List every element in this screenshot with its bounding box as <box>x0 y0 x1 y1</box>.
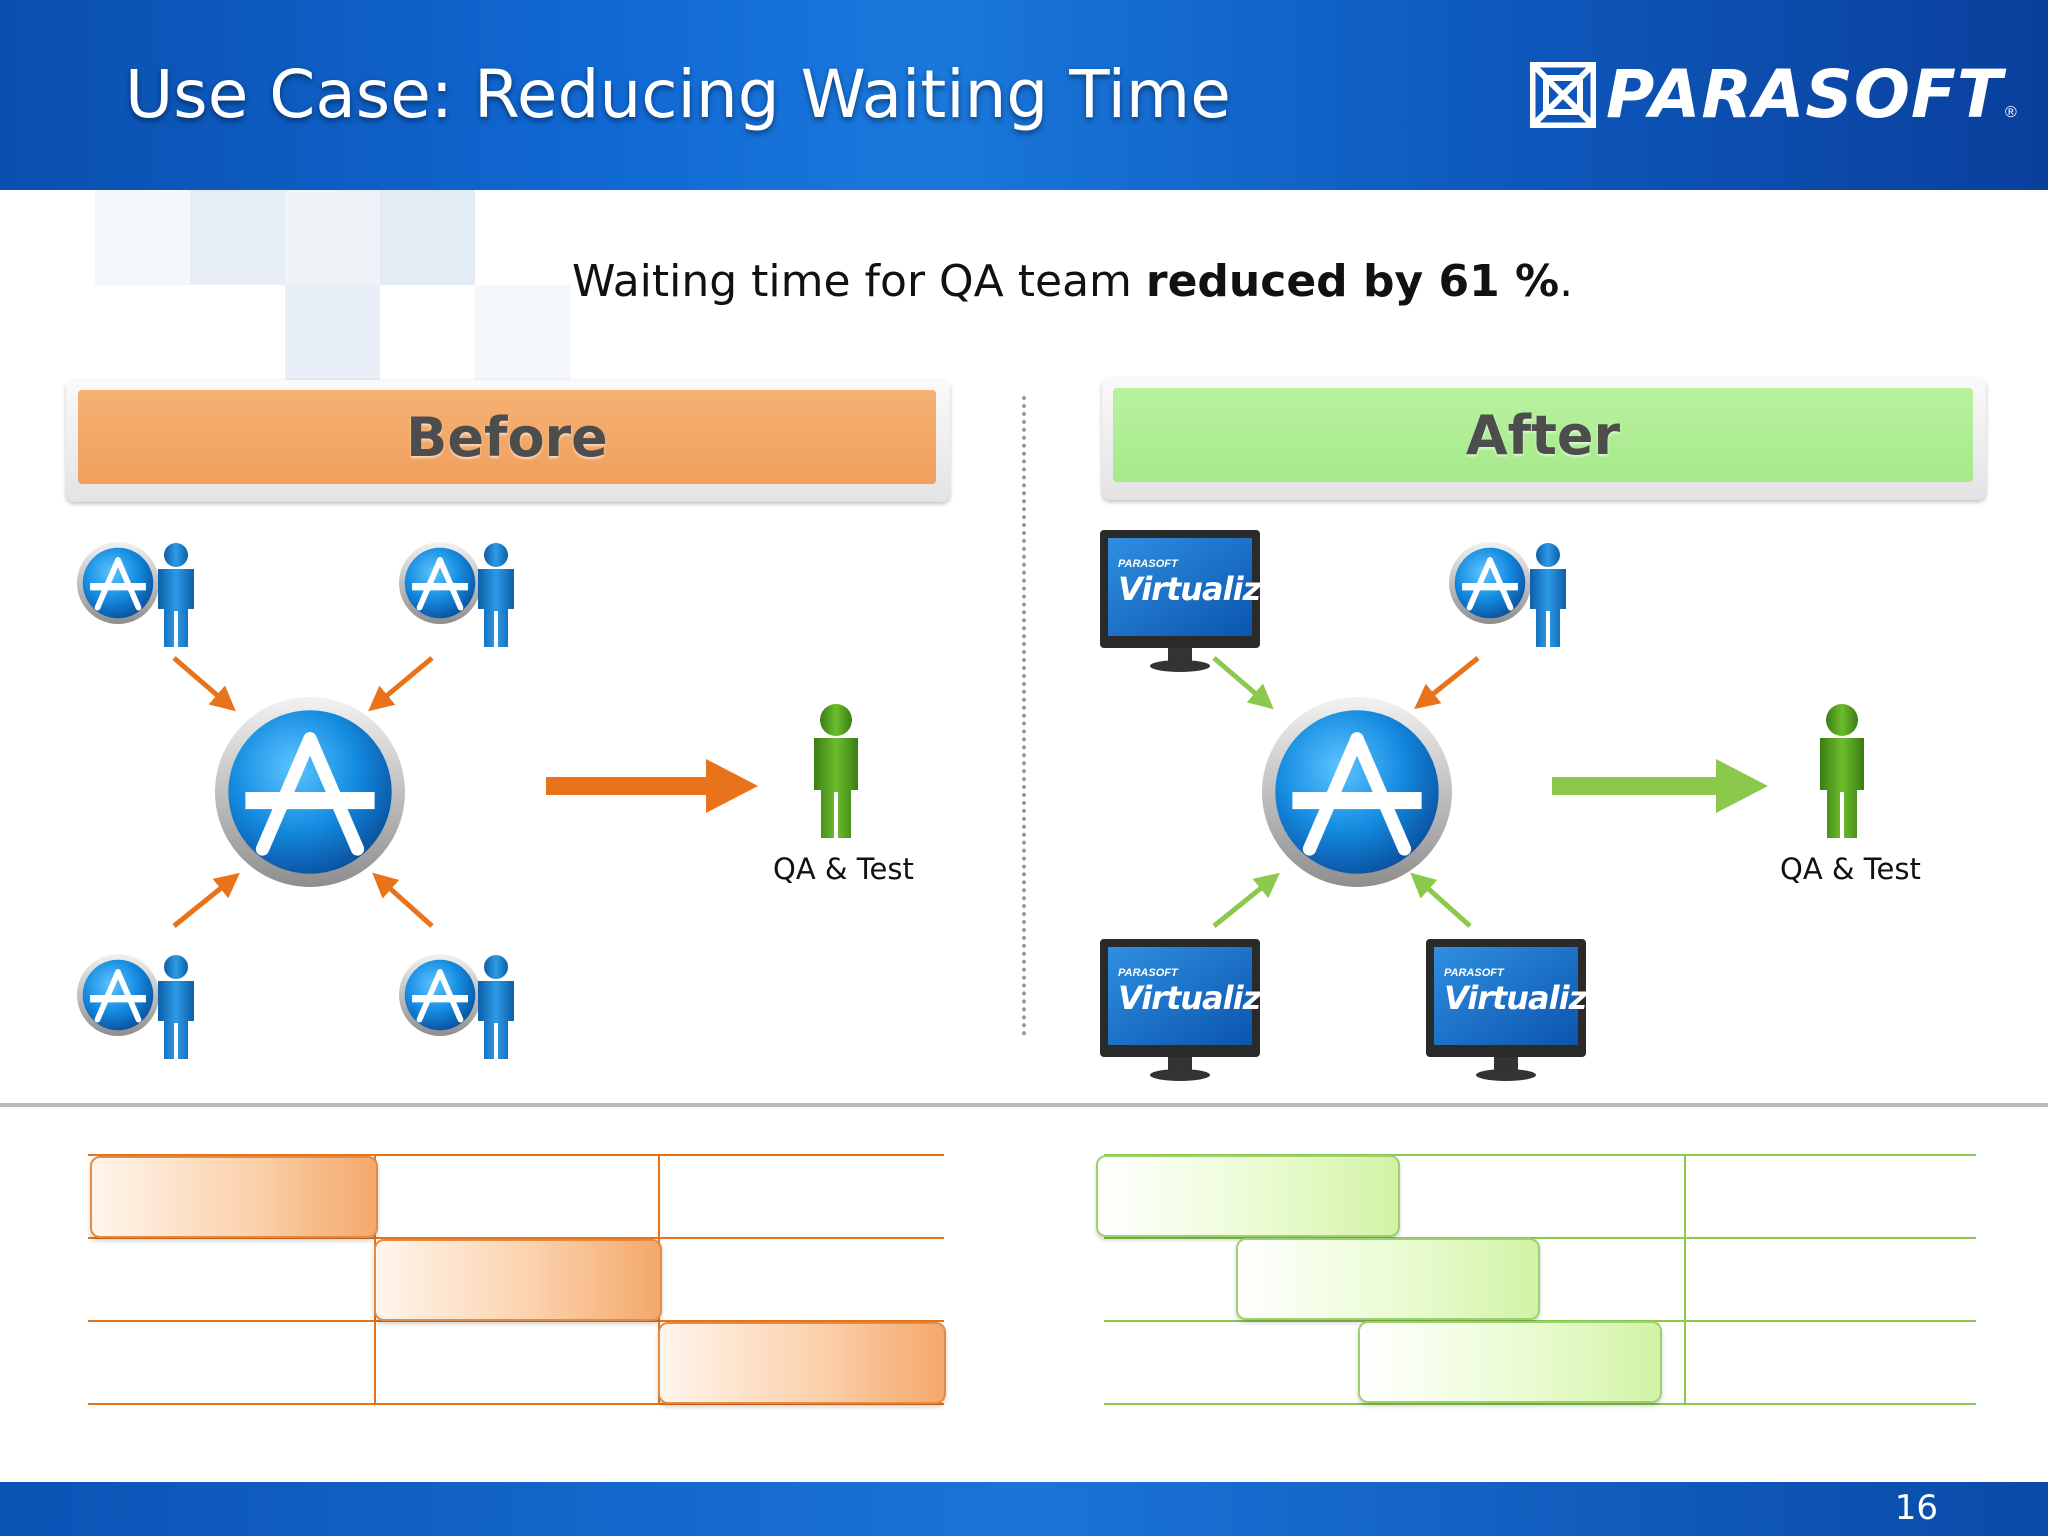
before-phase-bar-2 <box>374 1239 662 1321</box>
virtualize-product: Virtualize <box>1118 570 1282 608</box>
before-main-arrow <box>546 759 758 813</box>
before-developer-top-right <box>399 542 514 647</box>
slide-title: Use Case: Reducing Waiting Time <box>125 56 1231 133</box>
summary-highlight: reduced by 61 % <box>1145 256 1560 307</box>
before-developer-top-left <box>77 542 194 647</box>
after-arrows <box>1212 656 1480 928</box>
after-qa-label: QA & Test <box>1780 852 1921 886</box>
before-qa-person-icon <box>814 704 858 838</box>
after-phase-bar-3 <box>1358 1321 1662 1403</box>
before-banner: Before <box>78 390 936 484</box>
before-developer-bottom-right <box>399 954 514 1059</box>
before-phase-bar-1 <box>90 1156 378 1238</box>
after-main-arrow <box>1552 759 1768 813</box>
after-phase-bar-1 <box>1096 1155 1400 1237</box>
virtualize-label-top-left: PARASOFT Virtualize <box>1110 558 1282 608</box>
summary-prefix: Waiting time for QA team <box>572 256 1146 307</box>
parasoft-logo: PARASOFT ® <box>1530 60 2017 130</box>
after-phase-bar-2 <box>1236 1238 1540 1320</box>
virtualize-label-bottom-left: PARASOFT Virtualize <box>1110 967 1282 1017</box>
before-qa-label: QA & Test <box>773 852 914 886</box>
before-central-app-icon <box>215 697 405 887</box>
page-number: 16 <box>1894 1488 1938 1528</box>
workflow-diagram <box>0 530 1864 1081</box>
before-phase-bar-3 <box>658 1322 946 1404</box>
summary-text: Waiting time for QA team reduced by 61 %… <box>572 256 1573 307</box>
header-bar <box>0 0 2048 190</box>
virtualize-brand: PARASOFT <box>1444 967 1504 979</box>
virtualize-brand: PARASOFT <box>1118 558 1178 570</box>
parasoft-logo-icon <box>1530 62 1596 128</box>
summary-suffix: . <box>1559 256 1574 307</box>
virtualize-product: Virtualize <box>1444 979 1608 1017</box>
before-arrows <box>172 656 434 928</box>
virtualize-product: Virtualize <box>1118 979 1282 1017</box>
after-banner: After <box>1113 388 1973 482</box>
footer-bar: 16 <box>0 1482 2048 1536</box>
virtualize-brand: PARASOFT <box>1118 967 1178 979</box>
virtualize-label-bottom-right: PARASOFT Virtualize <box>1436 967 1608 1017</box>
section-divider <box>0 1103 2048 1107</box>
vertical-divider <box>1022 396 1026 1036</box>
brand-wordmark: PARASOFT <box>1606 56 2004 133</box>
after-central-app-icon <box>1262 697 1452 887</box>
after-developer-top-right <box>1449 542 1566 647</box>
registered-mark: ® <box>2005 104 2017 121</box>
before-developer-bottom-left <box>77 954 194 1059</box>
after-qa-person-icon <box>1820 704 1864 838</box>
